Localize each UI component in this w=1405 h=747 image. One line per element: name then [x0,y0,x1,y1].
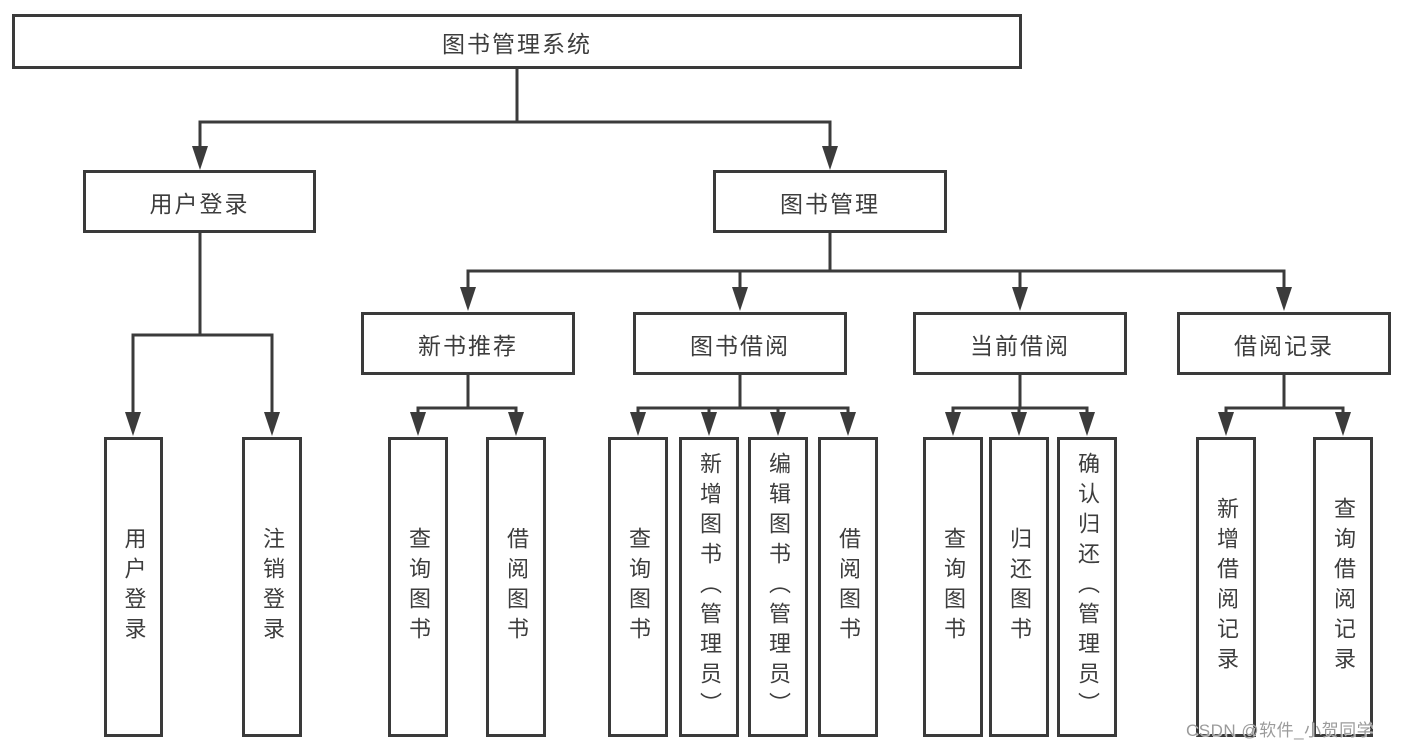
node-user-login: 用户登录 [83,170,316,233]
node-leaf-borrow-books-recommend-label: 借阅图书 [504,527,529,647]
node-leaf-query-books-recommend: 查询图书 [388,437,448,737]
node-leaf-query-books-current: 查询图书 [923,437,983,737]
node-leaf-confirm-return-admin: 确认归还（管理员） [1057,437,1117,737]
node-borrow-records-label: 借阅记录 [1234,332,1334,359]
node-book-borrow-label: 图书借阅 [690,332,790,359]
node-leaf-add-books-admin-label: 新增图书（管理员） [697,452,722,722]
node-user-login-label: 用户登录 [149,190,250,217]
node-leaf-query-books-borrow: 查询图书 [608,437,668,737]
node-leaf-edit-books-admin-label: 编辑图书（管理员） [766,452,791,722]
node-leaf-return-books: 归还图书 [989,437,1049,737]
node-leaf-query-borrow-record: 查询借阅记录 [1313,437,1373,737]
node-leaf-query-borrow-record-label: 查询借阅记录 [1331,497,1356,677]
node-leaf-add-borrow-record: 新增借阅记录 [1196,437,1256,737]
node-root-label: 图书管理系统 [442,30,592,57]
node-borrow-records: 借阅记录 [1177,312,1391,375]
node-leaf-edit-books-admin: 编辑图书（管理员） [748,437,808,737]
watermark: CSDN @软件_小贺同学 [1186,721,1375,740]
node-leaf-add-books-admin: 新增图书（管理员） [679,437,739,737]
node-leaf-query-books-recommend-label: 查询图书 [406,527,431,647]
node-current-borrow-label: 当前借阅 [970,332,1070,359]
node-leaf-confirm-return-admin-label: 确认归还（管理员） [1075,452,1100,722]
node-new-book-recommend: 新书推荐 [361,312,575,375]
node-book-management-label: 图书管理 [780,190,880,217]
node-leaf-add-borrow-record-label: 新增借阅记录 [1214,497,1239,677]
node-root: 图书管理系统 [12,14,1022,69]
node-leaf-user-login-label: 用户登录 [121,527,147,647]
node-leaf-return-books-label: 归还图书 [1007,527,1032,647]
node-leaf-query-books-borrow-label: 查询图书 [626,527,651,647]
node-book-borrow: 图书借阅 [633,312,847,375]
node-leaf-borrow-books-label: 借阅图书 [836,527,861,647]
node-leaf-user-login: 用户登录 [104,437,163,737]
node-leaf-borrow-books: 借阅图书 [818,437,878,737]
node-leaf-logout: 注销登录 [242,437,302,737]
node-leaf-borrow-books-recommend: 借阅图书 [486,437,546,737]
arrow-down-icons [125,146,1351,436]
node-leaf-logout-label: 注销登录 [260,527,285,647]
node-book-management: 图书管理 [713,170,947,233]
node-leaf-query-books-current-label: 查询图书 [941,527,966,647]
node-new-book-recommend-label: 新书推荐 [418,332,518,359]
node-current-borrow: 当前借阅 [913,312,1127,375]
